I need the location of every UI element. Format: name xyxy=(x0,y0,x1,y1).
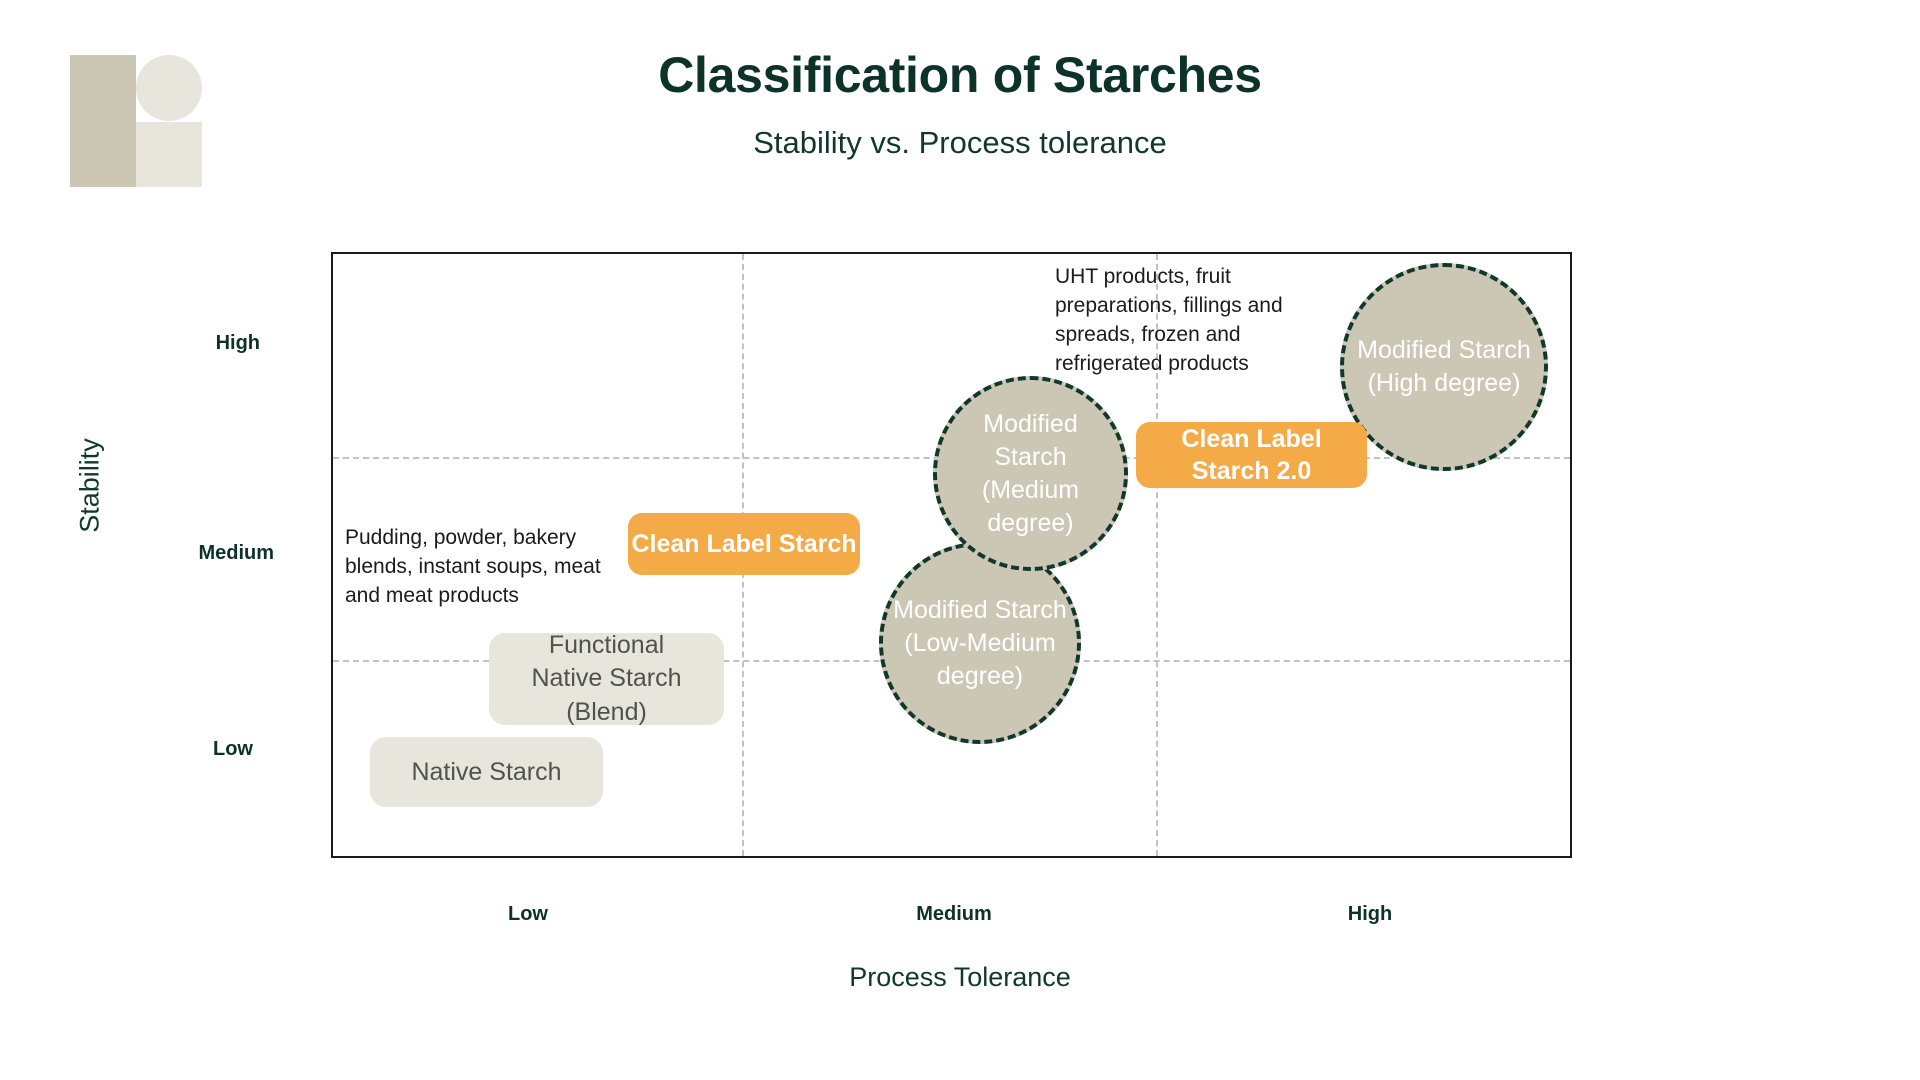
x-tick-high: High xyxy=(1347,903,1393,925)
pill-label: Clean Label Starch xyxy=(631,529,857,558)
annotation-left-text: Pudding, powder, bakery blends, instant … xyxy=(345,526,601,607)
y-tick-low: Low xyxy=(213,738,253,760)
x-tick-low: Low xyxy=(508,903,548,925)
bubble-modified-starch-high[interactable]: Modified Starch (High degree) xyxy=(1340,263,1548,471)
pill-label: Clean Label Starch 2.0 xyxy=(1181,425,1322,485)
bubble-label: Modified Starch (Low-Medium degree) xyxy=(893,595,1067,690)
logo-rectangle-light xyxy=(136,122,202,187)
bubble-label: Modified Starch (Medium degree) xyxy=(981,409,1080,537)
pill-clean-label-starch[interactable]: Clean Label Starch xyxy=(628,513,860,575)
gridline-vertical-2 xyxy=(1156,254,1158,856)
pill-label: Native Starch xyxy=(411,757,562,786)
bubble-modified-starch-medium[interactable]: Modified Starch (Medium degree) xyxy=(933,376,1128,571)
y-axis-title: Stability xyxy=(74,438,105,533)
x-axis-title: Process Tolerance xyxy=(849,962,1071,992)
logo-rectangle-dark xyxy=(70,55,136,187)
y-tick-medium: Medium xyxy=(198,542,274,564)
pill-native-starch[interactable]: Native Starch xyxy=(370,737,603,807)
pill-clean-label-starch-2[interactable]: Clean Label Starch 2.0 xyxy=(1136,422,1367,488)
bubble-label: Modified Starch (High degree) xyxy=(1357,336,1531,397)
pill-functional-native-starch[interactable]: Functional Native Starch (Blend) xyxy=(489,631,724,726)
x-tick-medium: Medium xyxy=(916,903,992,925)
page-title: Classification of Starches xyxy=(658,47,1262,103)
annotation-right-text: UHT products, fruit preparations, fillin… xyxy=(1055,265,1283,375)
bubble-modified-starch-low-medium[interactable]: Modified Starch (Low-Medium degree) xyxy=(879,542,1081,744)
y-tick-high: High xyxy=(215,332,260,354)
page-subtitle: Stability vs. Process tolerance xyxy=(753,125,1167,160)
logo-circle-icon xyxy=(136,55,202,121)
brand-logo xyxy=(70,55,203,187)
pill-label: Functional Native Starch (Blend) xyxy=(531,630,682,726)
